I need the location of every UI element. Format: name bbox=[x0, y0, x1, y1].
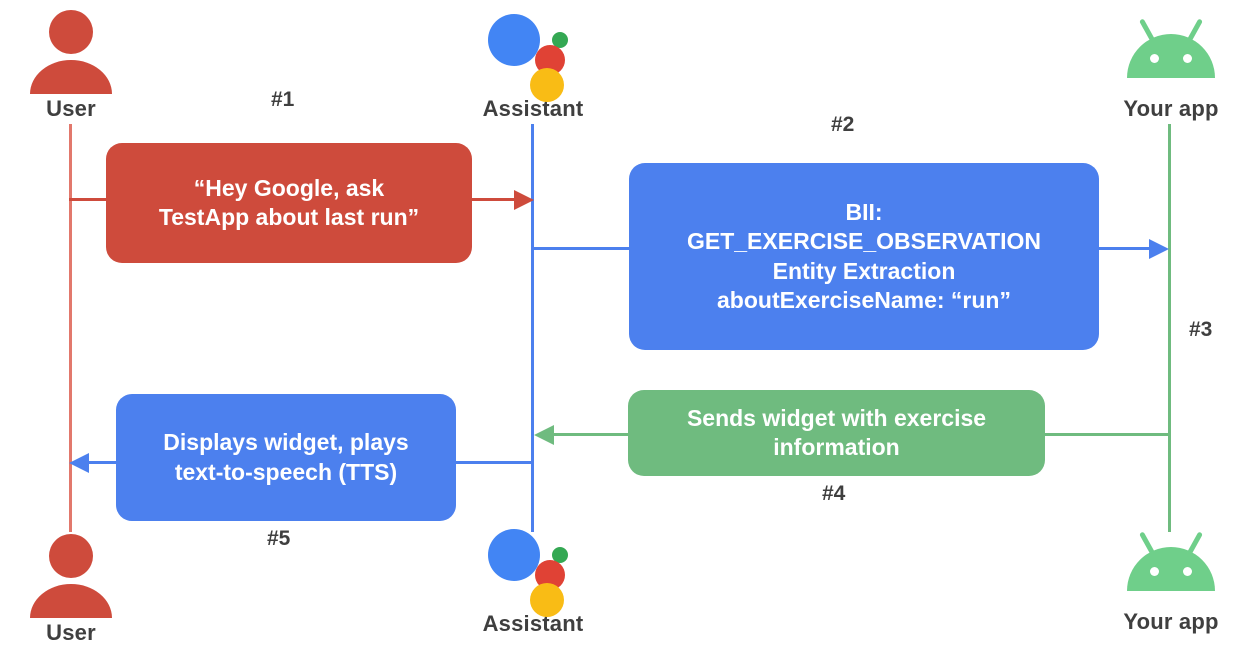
connector-assistant-to-box2 bbox=[531, 247, 631, 250]
step-number-4: #4 bbox=[822, 482, 846, 505]
android-eye-left-icon bbox=[1150, 54, 1159, 63]
message-box-step-1: “Hey Google, ask TestApp about last run” bbox=[106, 143, 472, 263]
android-head-shape bbox=[1127, 34, 1215, 78]
android-icon bbox=[1125, 525, 1217, 607]
message-box-step-4-line-2: information bbox=[773, 434, 900, 460]
actor-your-app-top: Your app bbox=[1096, 12, 1244, 120]
android-head-shape bbox=[1127, 547, 1215, 591]
connector-your-app-to-box4 bbox=[1043, 433, 1169, 436]
user-icon bbox=[28, 10, 114, 94]
assistant-yellow-dot-icon bbox=[530, 583, 564, 617]
android-eye-left-icon bbox=[1150, 567, 1159, 576]
step-number-3: #3 bbox=[1189, 318, 1213, 341]
actor-user-top: User bbox=[0, 10, 146, 120]
message-box-step-1-line-2: TestApp about last run” bbox=[158, 204, 420, 230]
message-box-step-5-line-1: Displays widget, plays bbox=[163, 429, 409, 456]
message-box-step-4: Sends widget with exercise information bbox=[628, 390, 1045, 476]
message-box-step-2-line-3: Entity Extraction bbox=[772, 257, 956, 284]
android-icon bbox=[1125, 12, 1217, 94]
assistant-green-dot-icon bbox=[552, 547, 568, 563]
step-number-1: #1 bbox=[271, 88, 295, 111]
connector-assistant-to-box5 bbox=[455, 461, 533, 464]
actor-assistant-bottom: Assistant bbox=[458, 525, 608, 635]
message-box-step-1-line-1: “Hey Google, ask bbox=[193, 174, 385, 201]
google-assistant-icon bbox=[486, 10, 580, 102]
arrowhead-step-3 bbox=[1149, 239, 1169, 259]
android-eye-right-icon bbox=[1183, 567, 1192, 576]
actor-your-app-bottom: Your app bbox=[1096, 525, 1244, 633]
android-eye-right-icon bbox=[1183, 54, 1192, 63]
message-box-step-2: BII: GET_EXERCISE_OBSERVATION Entity Ext… bbox=[629, 163, 1099, 350]
connector-box4-to-assistant bbox=[553, 433, 631, 436]
actor-label-assistant-top: Assistant bbox=[482, 96, 584, 121]
assistant-blue-dot-icon bbox=[488, 529, 540, 581]
message-box-step-5: Displays widget, plays text-to-speech (T… bbox=[116, 394, 456, 521]
connector-box1-to-assistant bbox=[468, 198, 526, 201]
connector-user-to-box1 bbox=[69, 198, 113, 201]
arrowhead-step-1 bbox=[514, 190, 534, 210]
message-box-step-2-line-1: BII: bbox=[845, 198, 883, 225]
assistant-yellow-dot-icon bbox=[530, 68, 564, 102]
step-number-2: #2 bbox=[831, 113, 855, 136]
connector-box2-to-your-app bbox=[1099, 247, 1151, 250]
user-head-shape bbox=[49, 534, 93, 578]
actor-label-user-top: User bbox=[46, 96, 96, 121]
assistant-green-dot-icon bbox=[552, 32, 568, 48]
user-body-shape bbox=[30, 60, 112, 94]
actor-label-your-app-top: Your app bbox=[1123, 96, 1219, 121]
lifeline-user bbox=[69, 124, 72, 532]
user-icon bbox=[28, 534, 114, 618]
arrowhead-step-4 bbox=[534, 425, 554, 445]
assistant-blue-dot-icon bbox=[488, 14, 540, 66]
message-box-step-5-line-2: text-to-speech (TTS) bbox=[174, 458, 398, 485]
user-head-shape bbox=[49, 10, 93, 54]
google-assistant-icon bbox=[486, 525, 580, 617]
step-number-5: #5 bbox=[267, 527, 291, 550]
message-box-step-2-line-2: GET_EXERCISE_OBSERVATION bbox=[686, 228, 1042, 255]
actor-label-assistant-bottom: Assistant bbox=[482, 611, 584, 636]
message-box-step-4-line-1: Sends widget with exercise bbox=[686, 404, 987, 431]
actor-user-bottom: User bbox=[0, 534, 146, 644]
lifeline-assistant bbox=[531, 124, 534, 532]
arrowhead-step-5 bbox=[69, 453, 89, 473]
message-box-step-2-line-4: aboutExerciseName: “run” bbox=[717, 286, 1011, 313]
actor-label-user-bottom: User bbox=[46, 620, 96, 645]
lifeline-your-app bbox=[1168, 124, 1171, 532]
connector-box5-to-user bbox=[88, 461, 124, 464]
actor-assistant-top: Assistant bbox=[458, 10, 608, 120]
user-body-shape bbox=[30, 584, 112, 618]
actor-label-your-app-bottom: Your app bbox=[1123, 609, 1219, 634]
